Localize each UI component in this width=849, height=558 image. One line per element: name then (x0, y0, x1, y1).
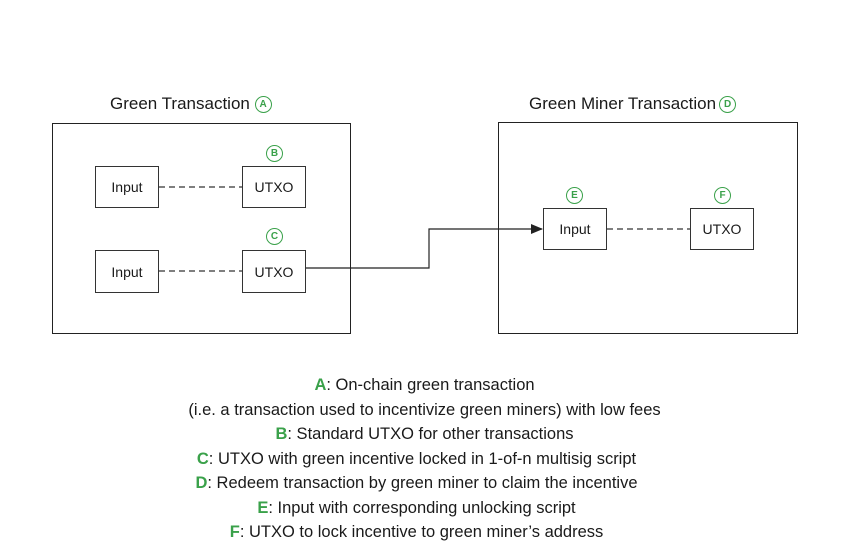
legend-text-e: : Input with corresponding unlocking scr… (268, 498, 576, 517)
spend-arrow-c-to-e (306, 224, 543, 269)
legend-text-f: : UTXO to lock incentive to green miner’… (239, 523, 604, 541)
utxo-node-c-label: UTXO (254, 263, 294, 280)
legend-text-a: : On-chain green transaction (326, 376, 535, 394)
legend-row-a-cont: (i.e. a transaction used to incentivize … (0, 398, 849, 423)
legend-row-a: A: On-chain green transaction (0, 373, 849, 398)
utxo-node-b-label: UTXO (254, 179, 294, 195)
badge-e: E (566, 187, 583, 204)
legend-key-b: B (275, 425, 288, 443)
legend-key-f: F (229, 523, 240, 541)
input-node-2-label: Input (111, 263, 143, 280)
legend-row-d: D: Redeem transaction by green miner to … (0, 471, 849, 496)
legend-key-d: D (195, 474, 208, 492)
input-node-1: Input (95, 166, 159, 208)
legend: A: On-chain green transaction (i.e. a tr… (0, 373, 849, 545)
legend-row-b: B: Standard UTXO for other transactions (0, 422, 849, 447)
legend-key-e: E (257, 498, 269, 517)
green-transaction-title-text: Green Transaction (110, 94, 250, 113)
utxo-node-b: UTXO (242, 166, 306, 208)
legend-text-c: : UTXO with green incentive locked in 1-… (208, 449, 637, 468)
badge-a: A (254, 96, 272, 114)
utxo-node-f: UTXO (690, 208, 754, 250)
legend-text-a-cont: (i.e. a transaction used to incentivize … (188, 400, 661, 419)
green-transaction-title: Green Transaction A (110, 94, 272, 114)
utxo-node-c: UTXO (242, 250, 306, 293)
legend-row-e: E: Input with corresponding unlocking sc… (0, 496, 849, 521)
legend-key-c: C (196, 449, 209, 468)
badge-b: B (266, 145, 283, 162)
legend-row-c: C: UTXO with green incentive locked in 1… (0, 447, 849, 472)
green-miner-transaction-box (498, 122, 798, 334)
badge-f: F (714, 187, 731, 204)
badge-c: C (266, 228, 283, 245)
legend-row-f: F: UTXO to lock incentive to green miner… (0, 520, 849, 545)
green-miner-transaction-title-text: Green Miner Transaction (529, 94, 717, 113)
legend-text-d: : Redeem transaction by green miner to c… (207, 474, 638, 492)
utxo-node-f-label: UTXO (702, 221, 742, 237)
input-node-e-label: Input (559, 221, 591, 237)
input-node-2: Input (95, 250, 159, 293)
badge-d: D (719, 96, 737, 114)
input-node-1-label: Input (111, 179, 143, 195)
legend-key-a: A (314, 376, 327, 394)
input-node-e: Input (543, 208, 607, 250)
legend-text-b: : Standard UTXO for other transactions (287, 425, 574, 443)
green-transaction-box (52, 123, 351, 334)
